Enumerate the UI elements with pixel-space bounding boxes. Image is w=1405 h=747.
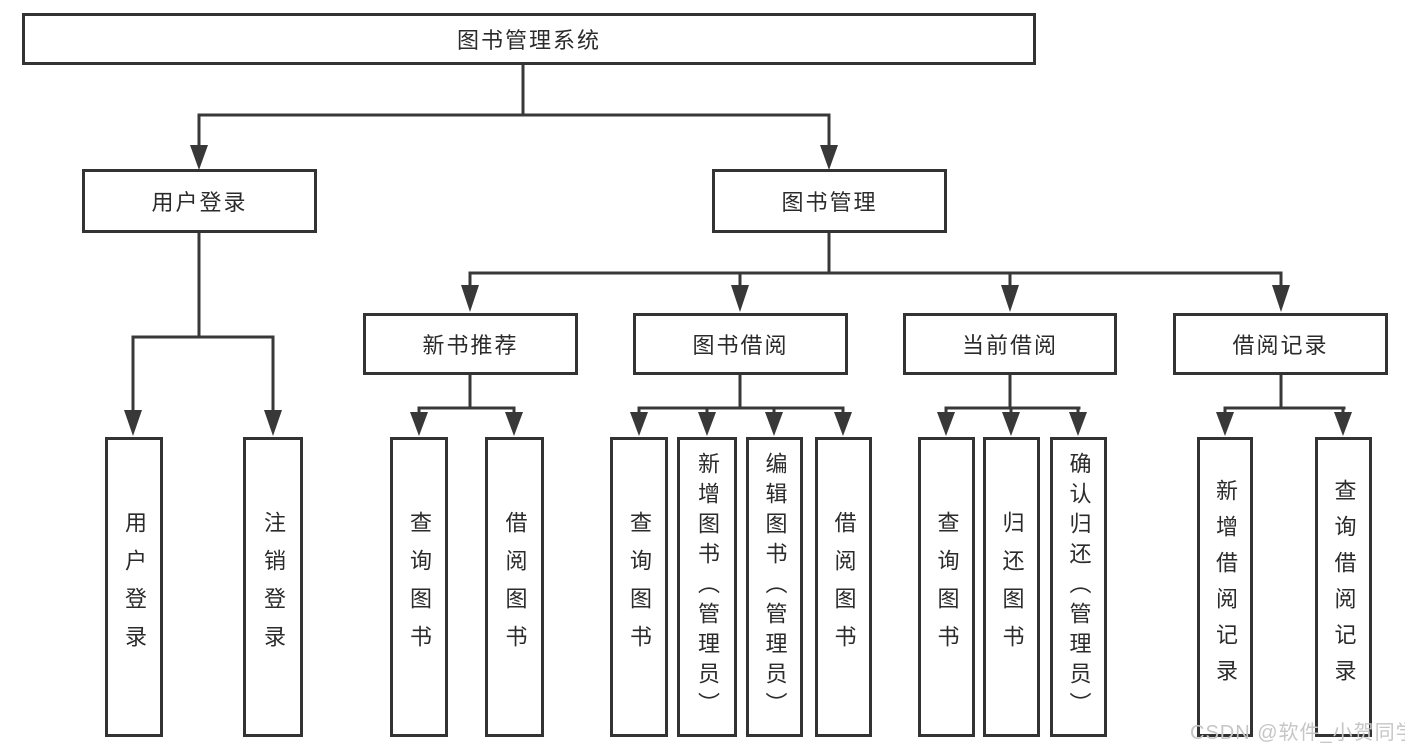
node-new-book-recommendation: 新书推荐 <box>363 313 578 375</box>
node-label: 借阅记录 <box>1232 333 1329 358</box>
node-add-books-admin: 新增图书（管理员） <box>677 437 737 737</box>
node-label: 查询图书 <box>627 511 652 663</box>
node-user-login-action: 用户登录 <box>105 437 163 737</box>
connector-book-borrowing-branch <box>630 375 852 436</box>
node-label: 新书推荐 <box>422 333 519 358</box>
node-query-books-recommend: 查询图书 <box>390 437 448 737</box>
node-query-books-borrow: 查询图书 <box>610 437 668 737</box>
node-label: 借阅图书 <box>831 511 857 663</box>
node-label: 当前借阅 <box>961 333 1058 358</box>
node-edit-books-admin: 编辑图书（管理员） <box>746 437 803 737</box>
node-add-borrow-record: 新增借阅记录 <box>1197 437 1253 737</box>
node-label: 查询借阅记录 <box>1331 479 1357 695</box>
connector-borrowing-records-branch <box>1216 375 1352 436</box>
node-borrowing-records: 借阅记录 <box>1173 313 1388 375</box>
node-label: 编辑图书（管理员） <box>762 452 788 722</box>
node-label: 查询图书 <box>407 511 432 663</box>
node-label: 新增借阅记录 <box>1213 479 1238 695</box>
node-book-borrowing: 图书借阅 <box>633 313 848 375</box>
connector-book-management-branch <box>461 233 1290 312</box>
node-label: 归还图书 <box>999 511 1025 663</box>
node-confirm-return-admin: 确认归还（管理员） <box>1050 437 1107 737</box>
node-query-borrow-record: 查询借阅记录 <box>1315 437 1372 737</box>
node-label: 用户登录 <box>122 511 147 663</box>
node-label: 图书管理系统 <box>456 28 601 53</box>
node-borrow-books-recommend: 借阅图书 <box>485 437 544 737</box>
node-current-borrowing: 当前借阅 <box>903 313 1117 375</box>
csdn-watermark: CSDN @软件_小贺同学 <box>1190 722 1405 744</box>
connector-new-book-recommendation-branch <box>410 375 523 436</box>
node-logout-action: 注销登录 <box>243 437 303 737</box>
node-label: 用户登录 <box>151 190 248 215</box>
node-return-books: 归还图书 <box>983 437 1040 737</box>
node-label: 图书管理 <box>781 190 878 215</box>
node-user-login: 用户登录 <box>82 169 317 233</box>
node-label: 借阅图书 <box>502 511 528 663</box>
node-borrow-books: 借阅图书 <box>815 437 872 737</box>
node-query-books-current: 查询图书 <box>918 437 975 737</box>
node-book-management: 图书管理 <box>712 169 947 233</box>
node-label: 确认归还（管理员） <box>1066 452 1092 722</box>
node-library-management-system: 图书管理系统 <box>22 13 1036 65</box>
node-label: 新增图书（管理员） <box>695 452 720 722</box>
node-label: 图书借阅 <box>692 333 789 358</box>
node-label: 注销登录 <box>261 511 286 663</box>
connector-current-borrowing-branch <box>937 375 1087 436</box>
connector-user-login-branch <box>124 233 282 436</box>
connector-root-to-level2 <box>190 65 838 170</box>
node-label: 查询图书 <box>934 511 960 663</box>
